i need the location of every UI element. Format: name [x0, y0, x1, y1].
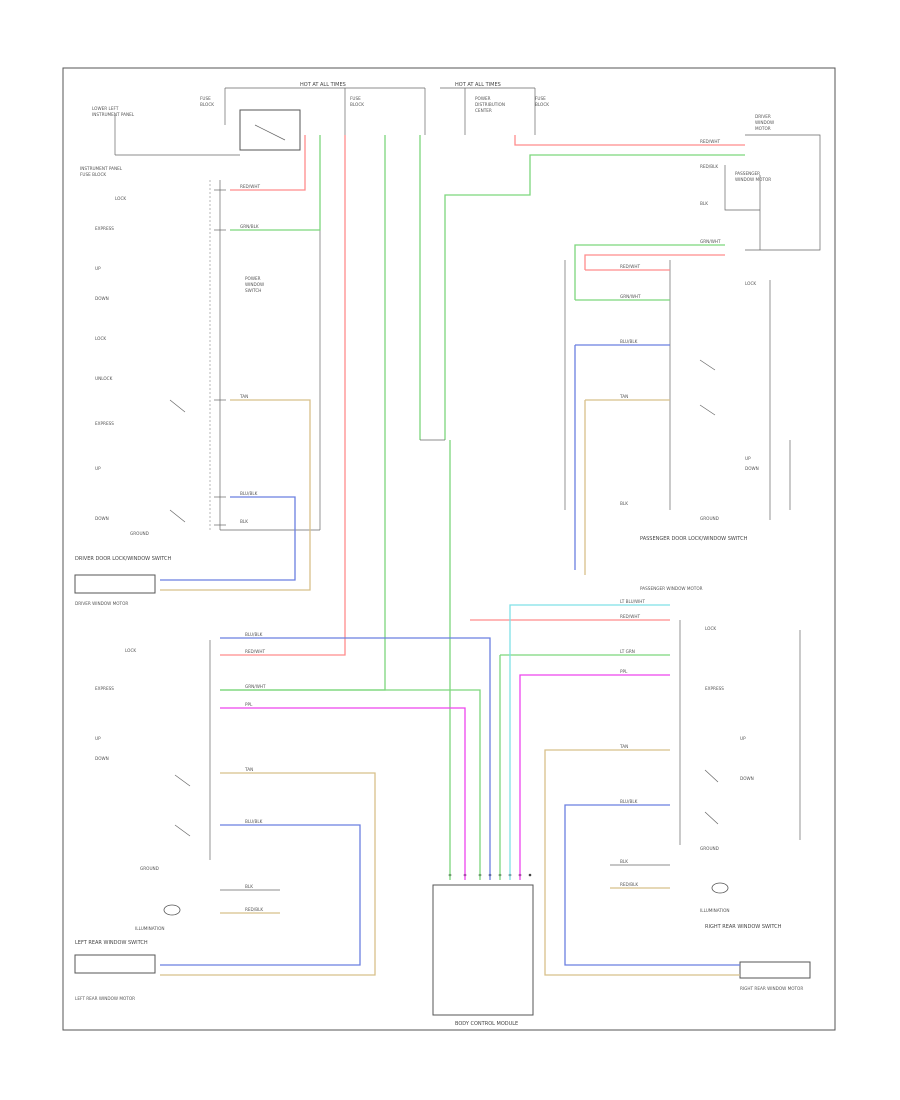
illumination-left-label: ILLUMINATION — [135, 926, 165, 931]
svg-text:RED/BLK: RED/BLK — [700, 164, 718, 169]
svg-text:POWER: POWER — [475, 96, 491, 101]
svg-text:EXPRESS: EXPRESS — [95, 421, 114, 426]
right-rear-switch-label: RIGHT REAR WINDOW SWITCH — [705, 924, 782, 930]
svg-text:BLK: BLK — [700, 201, 708, 206]
svg-text:FUSE BLOCK: FUSE BLOCK — [80, 172, 106, 177]
svg-text:DRIVER: DRIVER — [755, 114, 771, 119]
svg-text:BLK: BLK — [620, 859, 628, 864]
svg-text:UP: UP — [95, 266, 101, 271]
svg-text:DOWN: DOWN — [95, 296, 109, 301]
svg-text:FUSE: FUSE — [535, 96, 546, 101]
bcm-label: BODY CONTROL MODULE — [455, 1021, 518, 1027]
svg-text:BLU/BLK: BLU/BLK — [245, 632, 263, 637]
svg-text:PASSENGER: PASSENGER — [735, 171, 760, 176]
svg-text:WINDOW: WINDOW — [245, 282, 264, 287]
svg-text:GROUND: GROUND — [700, 516, 719, 521]
diagram-border — [62, 67, 836, 1031]
svg-text:POWER: POWER — [245, 276, 261, 281]
svg-text:TAN: TAN — [244, 767, 253, 772]
svg-text:BLK: BLK — [240, 519, 248, 524]
svg-text:BLU/BLK: BLU/BLK — [245, 819, 263, 824]
svg-text:FUSE: FUSE — [350, 96, 361, 101]
passenger-switch-block: LOCK UP DOWN GROUND PASSENGER DOOR LOCK/… — [564, 171, 791, 591]
svg-text:RED/WHT: RED/WHT — [700, 139, 720, 144]
svg-text:GRN/WHT: GRN/WHT — [700, 239, 721, 244]
svg-text:BLOCK: BLOCK — [200, 102, 214, 107]
wire-labels: RED/WHT GRN/BLK TAN BLU/BLK BLK BLU/BLK … — [239, 139, 721, 912]
svg-text:LOCK: LOCK — [125, 648, 136, 653]
svg-text:SWITCH: SWITCH — [245, 288, 261, 293]
svg-text:PPL: PPL — [620, 669, 628, 674]
svg-text:TAN: TAN — [619, 744, 628, 749]
svg-text:UNLOCK: UNLOCK — [95, 376, 113, 381]
svg-text:WINDOW: WINDOW — [755, 120, 774, 125]
svg-text:RED/WHT: RED/WHT — [245, 649, 265, 654]
svg-text:TAN: TAN — [619, 394, 628, 399]
svg-text:LOCK: LOCK — [705, 626, 716, 631]
svg-text:GROUND: GROUND — [700, 846, 719, 851]
svg-text:UP: UP — [95, 466, 101, 471]
svg-text:RED/BLK: RED/BLK — [245, 907, 263, 912]
svg-text:RED/WHT: RED/WHT — [620, 264, 640, 269]
svg-text:BLU/BLK: BLU/BLK — [620, 339, 638, 344]
svg-text:LOCK: LOCK — [95, 336, 106, 341]
svg-text:GRN/WHT: GRN/WHT — [620, 294, 641, 299]
svg-text:EXPRESS: EXPRESS — [95, 226, 114, 231]
svg-text:TAN: TAN — [239, 394, 248, 399]
illumination-right-label: ILLUMINATION — [700, 908, 730, 913]
svg-text:MOTOR: MOTOR — [755, 126, 771, 131]
svg-text:LT BLU/WHT: LT BLU/WHT — [620, 599, 645, 604]
svg-text:GRN/WHT: GRN/WHT — [245, 684, 266, 689]
svg-text:BLOCK: BLOCK — [350, 102, 364, 107]
driver-pin-ticks — [214, 189, 226, 526]
svg-text:PPL: PPL — [245, 702, 253, 707]
passenger-switch-label: PASSENGER DOOR LOCK/WINDOW SWITCH — [640, 536, 748, 542]
ground-left-label: GROUND — [130, 531, 149, 536]
svg-text:BLU/BLK: BLU/BLK — [620, 799, 638, 804]
svg-text:EXPRESS: EXPRESS — [95, 686, 114, 691]
hot-label-1: HOT AT ALL TIMES — [300, 82, 346, 88]
left-rear-switch-block: LOCK EXPRESS UP DOWN GROUND ILLUMINATION… — [74, 640, 211, 1001]
svg-text:LOWER LEFT: LOWER LEFT — [92, 106, 119, 111]
svg-text:EXPRESS: EXPRESS — [705, 686, 724, 691]
right-rear-motor-label: RIGHT REAR WINDOW MOTOR — [740, 986, 803, 991]
svg-text:RED/WHT: RED/WHT — [620, 614, 640, 619]
top-fuse-area: HOT AT ALL TIMES HOT AT ALL TIMES LOWER … — [80, 82, 774, 177]
svg-text:BLK: BLK — [620, 501, 628, 506]
svg-text:WINDOW MOTOR: WINDOW MOTOR — [735, 177, 771, 182]
svg-text:CENTER: CENTER — [475, 108, 492, 113]
svg-text:BLOCK: BLOCK — [535, 102, 549, 107]
svg-text:LOCK: LOCK — [115, 196, 126, 201]
right-rear-switch-block: LOCK EXPRESS UP DOWN GROUND ILLUMINATION… — [679, 620, 811, 991]
svg-text:GROUND: GROUND — [140, 866, 159, 871]
left-rear-switch-label: LEFT REAR WINDOW SWITCH — [75, 940, 148, 946]
svg-text:UP: UP — [95, 736, 101, 741]
svg-text:UP: UP — [740, 736, 746, 741]
svg-text:GRN/BLK: GRN/BLK — [240, 224, 259, 229]
svg-text:LT GRN: LT GRN — [620, 649, 635, 654]
passenger-motor-label: PASSENGER WINDOW MOTOR — [640, 586, 703, 591]
svg-text:DOWN: DOWN — [95, 756, 109, 761]
svg-text:LOCK: LOCK — [745, 281, 756, 286]
svg-text:BLU/BLK: BLU/BLK — [240, 491, 258, 496]
driver-switch-block: LOCK EXPRESS UP DOWN LOCK UNLOCK EXPRESS… — [74, 180, 321, 606]
svg-text:INSTRUMENT PANEL: INSTRUMENT PANEL — [92, 112, 135, 117]
svg-text:DISTRIBUTION: DISTRIBUTION — [475, 102, 505, 107]
body-control-module: BODY CONTROL MODULE — [432, 873, 534, 1027]
svg-text:RED/BLK: RED/BLK — [620, 882, 638, 887]
left-rear-motor-label: LEFT REAR WINDOW MOTOR — [75, 996, 135, 1001]
svg-text:FUSE: FUSE — [200, 96, 211, 101]
svg-text:DOWN: DOWN — [740, 776, 754, 781]
svg-text:RED/WHT: RED/WHT — [240, 184, 260, 189]
driver-switch-label: DRIVER DOOR LOCK/WINDOW SWITCH — [75, 556, 172, 562]
svg-text:UP: UP — [745, 456, 751, 461]
driver-motor-label: DRIVER WINDOW MOTOR — [75, 601, 128, 606]
hot-label-2: HOT AT ALL TIMES — [455, 82, 501, 88]
svg-text:DOWN: DOWN — [95, 516, 109, 521]
svg-text:DOWN: DOWN — [745, 466, 759, 471]
svg-text:INSTRUMENT PANEL: INSTRUMENT PANEL — [80, 166, 123, 171]
svg-text:BLK: BLK — [245, 884, 253, 889]
